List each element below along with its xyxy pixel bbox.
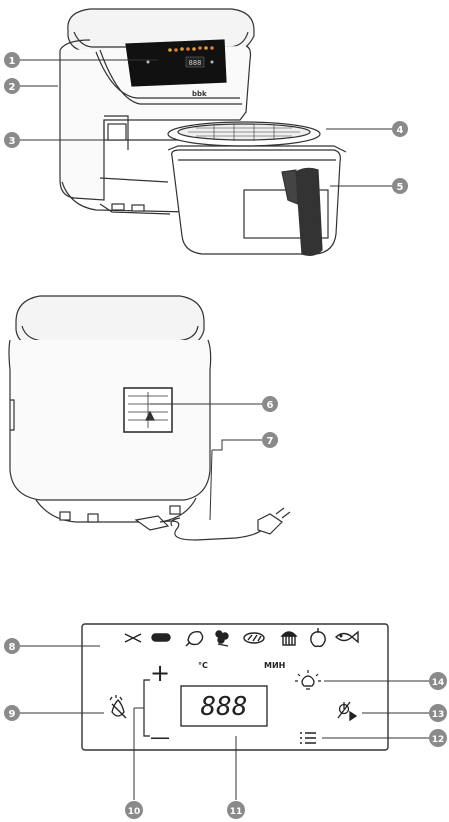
callout-2: 2 bbox=[4, 78, 20, 94]
callout-label: 9 bbox=[9, 709, 16, 720]
callout-3: 3 bbox=[4, 132, 20, 148]
callout-13: 13 bbox=[429, 704, 447, 722]
display-digits: 888 bbox=[201, 692, 248, 722]
control-panel: + — °C МИН 888 bbox=[82, 624, 388, 750]
callout-label: 4 bbox=[397, 125, 404, 136]
callout-label: 3 bbox=[9, 136, 16, 147]
callout-label: 6 bbox=[267, 400, 274, 411]
callout-7: 7 bbox=[262, 432, 278, 448]
callout-label: 5 bbox=[397, 182, 404, 193]
callout-5: 5 bbox=[392, 178, 408, 194]
airfryer-rear-view bbox=[9, 296, 290, 540]
brand-logo: bbk bbox=[192, 90, 207, 98]
callout-6: 6 bbox=[262, 396, 278, 412]
airfryer-front-view: 888 bbk bbox=[60, 9, 346, 255]
sausage-icon[interactable] bbox=[152, 634, 170, 641]
callout-4: 4 bbox=[392, 121, 408, 137]
callout-label: 13 bbox=[432, 710, 445, 720]
callout-label: 10 bbox=[128, 807, 141, 817]
plus-button[interactable]: + bbox=[150, 659, 170, 687]
callout-9: 9 bbox=[4, 705, 20, 721]
callout-label: 8 bbox=[9, 642, 16, 653]
unit-celsius: °C bbox=[198, 661, 208, 670]
callout-1: 1 bbox=[4, 52, 20, 68]
callout-12: 12 bbox=[429, 729, 447, 747]
callout-label: 11 bbox=[230, 807, 243, 817]
callout-11: 11 bbox=[227, 801, 245, 819]
callout-10: 10 bbox=[125, 801, 143, 819]
callout-label: 2 bbox=[9, 82, 16, 93]
mini-display: 888 bbox=[189, 59, 202, 67]
callout-label: 7 bbox=[267, 436, 274, 447]
minus-button[interactable]: — bbox=[150, 725, 170, 749]
callout-label: 12 bbox=[432, 735, 445, 745]
callout-14: 14 bbox=[429, 672, 447, 690]
callout-label: 1 bbox=[9, 56, 16, 67]
callout-8: 8 bbox=[4, 638, 20, 654]
unit-minutes: МИН bbox=[264, 661, 285, 670]
callout-label: 14 bbox=[432, 678, 445, 688]
